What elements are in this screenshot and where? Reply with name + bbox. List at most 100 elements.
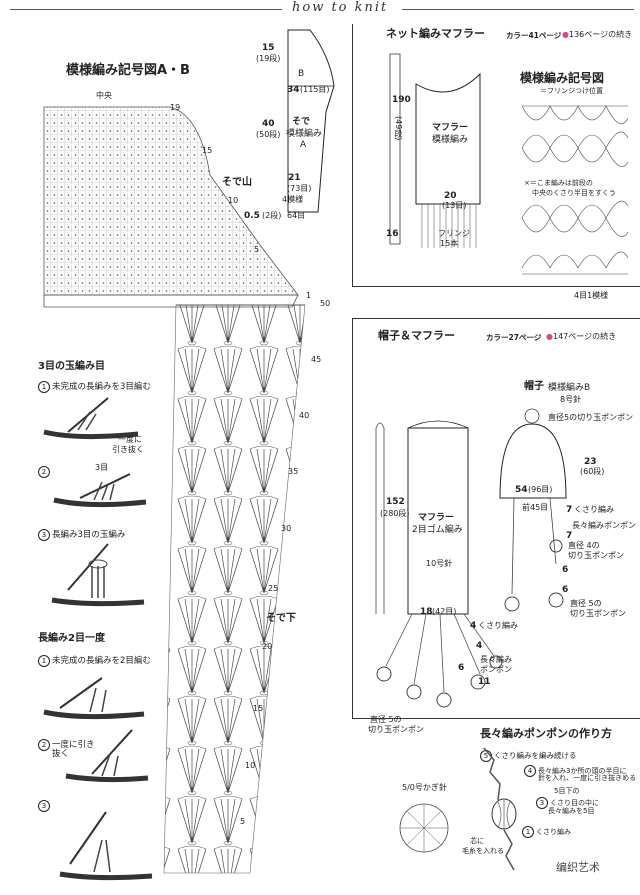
row-label-15b: 15: [253, 704, 264, 713]
header-rule-left: [10, 9, 282, 10]
row-label-40: 40: [299, 411, 310, 420]
row-label-30: 30: [281, 524, 292, 533]
divider-horizontal-pompom: [352, 718, 640, 719]
hat-pompom5-1: 直径 5の: [570, 599, 602, 608]
row-label-19: 19: [170, 103, 181, 112]
page-header: how to knit: [0, 0, 640, 18]
row-label-1: 1: [306, 291, 312, 300]
row-label-20: 20: [262, 642, 273, 651]
header-rule-right: [402, 9, 634, 10]
row-label-35: 35: [288, 467, 299, 476]
hat-pompom-top: 直径5の切り玉ポンポン: [548, 413, 634, 422]
hat-23-value: 23: [584, 457, 597, 467]
hat-pompom5-2: 切り玉ポンポン: [570, 609, 626, 618]
pompom-step4-line2: 針を入れ、一度に引き抜きめる: [538, 774, 637, 782]
scarf-pompom5-2: 切り玉ポンポン: [368, 725, 424, 734]
pompom-core-1: 芯に: [470, 837, 484, 845]
sleeve-pattern-2: A: [300, 140, 307, 150]
chart-lower-area: [163, 304, 306, 874]
sleeve-top-rows: (19段): [256, 54, 281, 63]
tech1-illus-2: [53, 473, 147, 508]
hat-pompom4-2: 切り玉ポンポン: [568, 551, 624, 560]
watermark: 编织艺术: [556, 861, 600, 874]
tech1-illus-1: [43, 397, 139, 440]
sleeve-schematic-svg: [287, 29, 335, 213]
net-note-1: ×＝こま編みは前段の: [524, 179, 593, 187]
tech1-note-1: 一度に: [118, 435, 142, 444]
scarf-18-value: 18: [420, 607, 433, 617]
stitch-chart-svg: [43, 106, 306, 874]
hat-v6b: 6: [562, 585, 569, 595]
tech1-step2-label: 3目: [95, 463, 109, 472]
hat-v7b: 7: [566, 531, 573, 541]
net-chart-svg: [521, 105, 629, 275]
pompom-core-2: 毛糸を入れる: [462, 847, 504, 855]
divider-horizontal-mid: [352, 286, 640, 287]
sleeve-top-value: 15: [262, 43, 275, 53]
sleeve-bottom-value: 0.5: [244, 211, 260, 221]
tech1-step2: 2: [38, 466, 52, 478]
net-scarf-color: カラー41ページ: [506, 31, 562, 40]
net-scarf-ref: ●136ページの続き: [562, 30, 633, 39]
scarf-chain: くさり編み: [478, 621, 518, 630]
net-scarf-label: マフラー: [432, 123, 469, 133]
hat-54-value: 54: [515, 485, 528, 495]
scarf-v6: 6: [458, 663, 465, 673]
net-note-2: 中央のくさり半目をすくう: [532, 189, 616, 197]
tech2-step3: 3: [38, 800, 52, 812]
pompom-hook: 5/0号かぎ針: [402, 783, 447, 792]
row-label-5b: 5: [240, 817, 246, 826]
scarf-pattern: 2目ゴム編み: [412, 525, 463, 535]
pompom-step3-line1: 5目下の: [554, 787, 580, 795]
scarf-v11: 11: [478, 677, 491, 687]
hat-54-sts: (96目): [528, 485, 553, 494]
scarf-v4b: 4: [476, 641, 483, 651]
chart-upper-area: [43, 106, 299, 296]
scarf-v4: 4: [470, 621, 477, 631]
chart-ab-title: 模様編み記号図A・B: [66, 63, 190, 78]
net-20-sts: (13目): [442, 201, 467, 210]
net-20-value: 20: [444, 191, 457, 201]
net-scarf-pattern: 模様編み: [432, 135, 469, 145]
hat-front: 前45目: [522, 503, 549, 512]
sleeve-40-rows: (50段): [256, 130, 281, 139]
hat-23-rows: (60段): [580, 467, 605, 476]
scarf-dc-2: ポンポン: [480, 665, 512, 674]
net-fringe-pos: ＝フリンジつけ位置: [540, 87, 603, 95]
sleeve-21-value: 21: [288, 173, 301, 183]
hat-scarf-color: カラー27ページ: [486, 333, 542, 342]
sleeve-bottom-stitch: 64目: [287, 211, 306, 220]
divider-horizontal-hat: [352, 318, 640, 319]
row-label-50: 50: [320, 299, 331, 308]
scarf-needle: 10号針: [426, 559, 453, 568]
tech1-title: 3目の玉編み目: [38, 361, 105, 372]
hat-v7: 7: [566, 505, 573, 515]
hat-needle: 8号針: [560, 395, 582, 404]
divider-vertical-top: [352, 24, 353, 286]
tech1-illus-3: [51, 543, 145, 607]
row-label-15: 15: [202, 146, 213, 155]
row-label-25: 25: [268, 584, 279, 593]
sleeve-mid-value: 34: [287, 85, 300, 95]
hat-scarf-schematic: [375, 408, 567, 708]
hat-scarf-ref: ●147ページの続き: [546, 332, 617, 341]
sleeve-pattern-1: 模様編み: [286, 129, 323, 139]
tech2-illus-2: [65, 729, 149, 783]
scarf-152-value: 152: [386, 497, 405, 507]
shoulder-label: そで山: [222, 177, 252, 188]
divider-vertical-bottom: [352, 318, 353, 718]
center-label: 中央: [96, 91, 112, 100]
tech2-title: 長編み2目一度: [38, 633, 105, 644]
net-scarf-title: ネット編みマフラー: [386, 27, 485, 40]
scarf-label: マフラー: [418, 513, 455, 523]
row-label-45: 45: [311, 355, 322, 364]
sleeve-bottom-rows: (2段): [262, 211, 282, 220]
net-chart-title: 模様編み記号図: [520, 71, 605, 85]
sleeve-21-rows: (73目): [287, 184, 312, 193]
sleeve-part-name: そで: [292, 117, 311, 127]
